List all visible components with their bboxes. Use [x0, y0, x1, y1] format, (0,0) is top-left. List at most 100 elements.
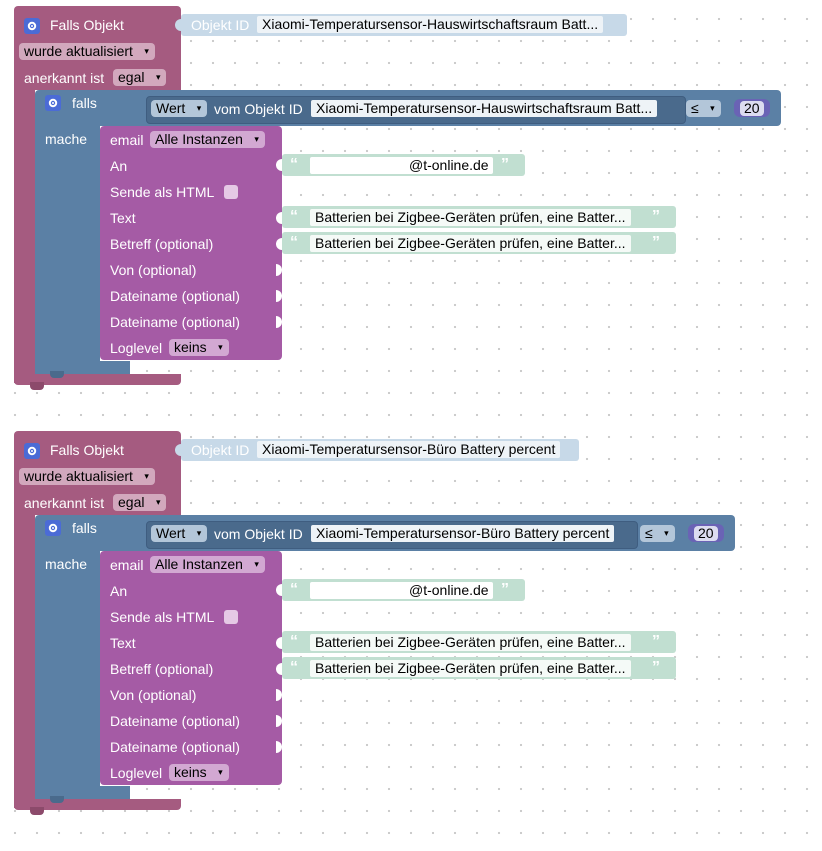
- object-id-plug: [175, 444, 181, 456]
- object-id-label: Objekt ID: [191, 17, 250, 33]
- update-mode-value: wurde aktualisiert: [24, 43, 133, 59]
- dropdown-arrow-icon: ▾: [144, 46, 149, 56]
- condition-object-field[interactable]: Xiaomi-Temperatursensor-Büro Battery per…: [311, 525, 615, 542]
- to-email-field[interactable]: @t-online.de: [310, 157, 493, 174]
- text-input-socket: [276, 637, 282, 649]
- quote-close-icon: ”: [501, 581, 509, 598]
- to-email-value: @t-online.de: [409, 582, 489, 598]
- email-label: email: [110, 132, 144, 148]
- file1-input-socket[interactable]: [276, 715, 282, 727]
- number-block[interactable]: 20: [688, 524, 724, 542]
- trigger-block-foot: [14, 799, 181, 810]
- to-label: An: [110, 583, 128, 599]
- trigger-block-1[interactable]: Falls Objekt Objekt ID Xiaomi-Temperatur…: [0, 6, 822, 426]
- quote-open-icon: “: [290, 581, 298, 598]
- if-label: falls: [72, 95, 97, 111]
- update-mode-dropdown[interactable]: wurde aktualisiert ▾: [19, 43, 155, 60]
- trigger-block-2[interactable]: Falls Objekt Objekt ID Xiaomi-Temperatur…: [0, 431, 822, 851]
- loglevel-label: Loglevel: [110, 765, 163, 781]
- quote-open-icon: “: [290, 234, 298, 251]
- ack-label: anerkannt ist: [24, 495, 105, 511]
- email-block[interactable]: [100, 126, 282, 360]
- to-input-socket: [276, 584, 282, 596]
- trigger-block-foot-shadow: [30, 382, 44, 390]
- loglevel-value: keins: [174, 764, 207, 780]
- loglevel-value: keins: [174, 339, 207, 355]
- email-instance-value: Alle Instanzen: [155, 131, 243, 147]
- quote-close-icon: ”: [652, 633, 660, 650]
- do-label: mache: [45, 131, 88, 147]
- ack-dropdown[interactable]: egal▾: [113, 69, 167, 86]
- loglevel-label: Loglevel: [110, 340, 163, 356]
- from-object-label: vom Objekt ID: [214, 101, 303, 117]
- condition-object-field[interactable]: Xiaomi-Temperatursensor-Hauswirtschaftsr…: [311, 100, 658, 117]
- if-block-spine: [35, 126, 100, 374]
- subject-field[interactable]: Batterien bei Zigbee-Geräten prüfen, ein…: [310, 660, 631, 677]
- gear-icon[interactable]: [45, 520, 61, 536]
- number-block[interactable]: 20: [734, 99, 770, 117]
- if-block-spine: [35, 551, 100, 799]
- from-label: Von (optional): [110, 687, 197, 703]
- file2-input-socket[interactable]: [276, 316, 282, 328]
- from-label: Von (optional): [110, 262, 197, 278]
- dropdown-arrow-icon: ▾: [218, 767, 223, 777]
- quote-open-icon: “: [290, 659, 298, 676]
- object-id-field[interactable]: Xiaomi-Temperatursensor-Hauswirtschaftsr…: [257, 16, 604, 33]
- ack-dropdown[interactable]: egal ▾: [113, 494, 167, 511]
- subject-label: Betreff (optional): [110, 661, 214, 677]
- number-value[interactable]: 20: [740, 101, 764, 116]
- operator-value: ≤: [691, 100, 699, 116]
- from-input-socket[interactable]: [276, 264, 282, 276]
- trigger-block-foot-shadow: [30, 807, 44, 815]
- text-field[interactable]: Batterien bei Zigbee-Geräten prüfen, ein…: [310, 209, 631, 226]
- subject-field[interactable]: Batterien bei Zigbee-Geräten prüfen, ein…: [310, 235, 631, 252]
- from-input-socket[interactable]: [276, 689, 282, 701]
- loglevel-dropdown[interactable]: keins▾: [169, 339, 229, 356]
- trigger-label: Falls Objekt: [50, 442, 124, 458]
- dropdown-arrow-icon: ▾: [664, 528, 669, 538]
- email-block[interactable]: [100, 551, 282, 785]
- email-label: email: [110, 557, 144, 573]
- if-block-foot-shadow: [50, 371, 64, 378]
- file1-label: Dateiname (optional): [110, 713, 240, 729]
- text-field[interactable]: Batterien bei Zigbee-Geräten prüfen, ein…: [310, 634, 631, 651]
- text-input-socket: [276, 212, 282, 224]
- update-mode-value: wurde aktualisiert: [24, 468, 133, 484]
- file2-label: Dateiname (optional): [110, 739, 240, 755]
- gear-icon[interactable]: [24, 18, 40, 34]
- dropdown-arrow-icon: ▾: [155, 497, 161, 507]
- to-email-value: @t-online.de: [409, 157, 489, 173]
- if-label: falls: [72, 520, 97, 536]
- subject-input-socket: [276, 238, 282, 250]
- operator-dropdown[interactable]: ≤▾: [640, 525, 675, 542]
- quote-open-icon: “: [290, 633, 298, 650]
- dropdown-arrow-icon: ▾: [196, 103, 202, 113]
- object-id-field[interactable]: Xiaomi-Temperatursensor-Büro Battery per…: [257, 441, 561, 458]
- to-email-field[interactable]: @t-online.de: [310, 582, 493, 599]
- email-instance-dropdown[interactable]: Alle Instanzen▾: [150, 556, 265, 573]
- gear-icon[interactable]: [24, 443, 40, 459]
- from-object-label: vom Objekt ID: [214, 526, 303, 542]
- property-value: Wert: [156, 525, 186, 541]
- email-instance-dropdown[interactable]: Alle Instanzen▾: [150, 131, 265, 148]
- dropdown-arrow-icon: ▾: [710, 103, 715, 113]
- html-label: Sende als HTML: [110, 184, 215, 200]
- html-checkbox[interactable]: [224, 185, 238, 199]
- update-mode-dropdown[interactable]: wurde aktualisiert ▾: [19, 468, 155, 485]
- property-value: Wert: [156, 100, 186, 116]
- dropdown-arrow-icon: ▾: [144, 471, 149, 481]
- number-value[interactable]: 20: [694, 526, 718, 541]
- gear-icon[interactable]: [45, 95, 61, 111]
- loglevel-dropdown[interactable]: keins ▾: [169, 764, 229, 781]
- file1-input-socket[interactable]: [276, 290, 282, 302]
- file2-input-socket[interactable]: [276, 741, 282, 753]
- operator-dropdown[interactable]: ≤▾: [686, 100, 721, 117]
- property-dropdown[interactable]: Wert ▾: [151, 100, 208, 117]
- ack-label: anerkannt ist: [24, 70, 105, 86]
- email-instance-value: Alle Instanzen: [155, 556, 243, 572]
- ack-value: egal: [118, 69, 145, 85]
- ack-value: egal: [118, 494, 145, 510]
- html-checkbox[interactable]: [224, 610, 238, 624]
- property-dropdown[interactable]: Wert▾: [151, 525, 208, 542]
- if-block-foot: [35, 786, 130, 799]
